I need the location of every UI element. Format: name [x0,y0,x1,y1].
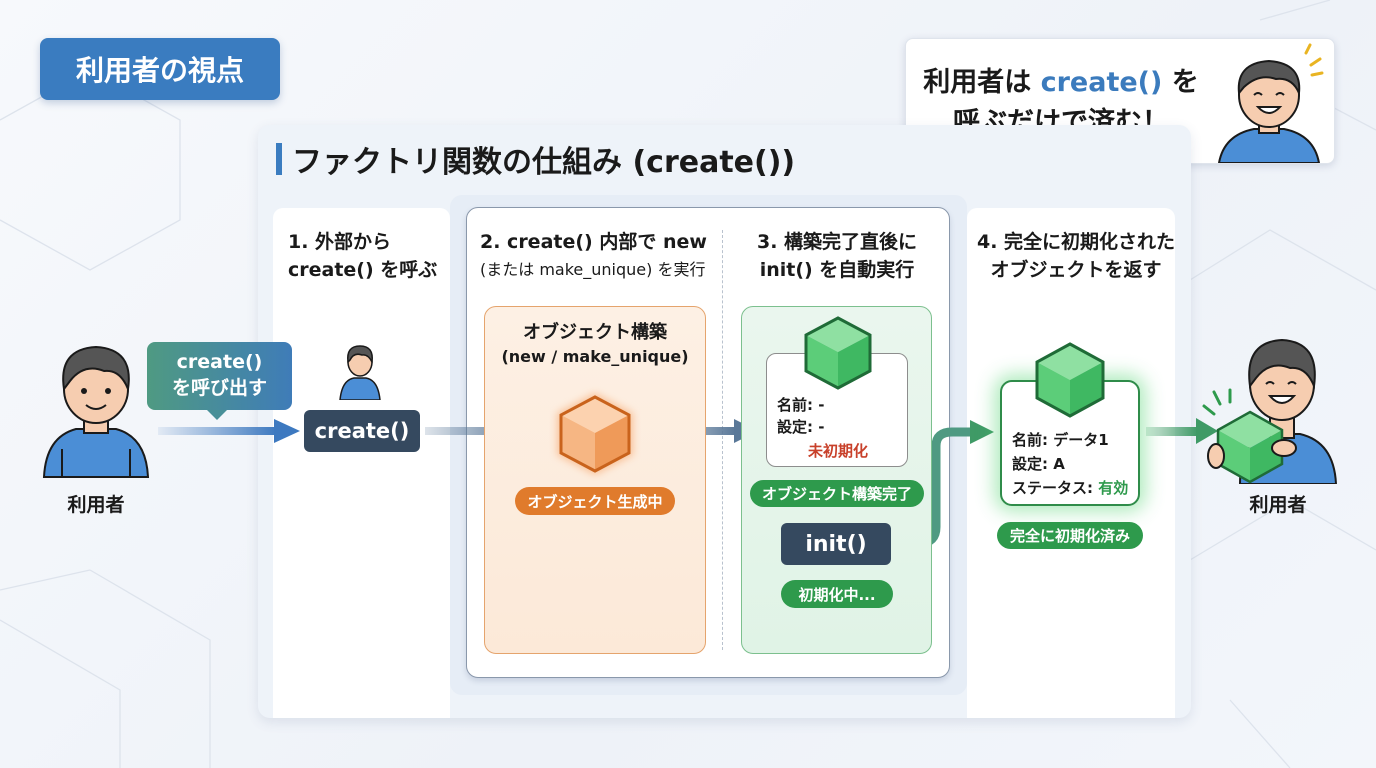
final-name-label: 名前: [1012,431,1054,449]
arrow-init-to-return-head [970,420,994,444]
callout-line1-prefix: 利用者は [923,67,1041,98]
green-cube-icon [804,316,872,390]
initializing-status: 初期化中... [781,580,893,608]
construct-subtitle: (new / make_unique) [501,347,689,366]
speech-line1: create() [176,351,263,373]
step3-line1: 3. 構築完了直後に [756,231,918,253]
step2-line2: (または make_unique) を実行 [480,260,706,279]
step3-line2: init() を自動実行 [759,259,915,281]
construct-title: オブジェクト構築 (new / make_unique) [485,321,705,369]
arrow-return-to-user [1146,418,1218,444]
step2-title: 2. create() 内部で new (または make_unique) を実… [480,228,707,284]
user-receiving-object-icon [1202,338,1338,484]
object-construction-box: オブジェクト構築 (new / make_unique) オブジェクト生成中 [484,306,706,654]
panel-title-text: ファクトリ関数の仕組み (create()) [292,145,796,180]
final-setting-value: A [1053,455,1065,473]
step3-title: 3. 構築完了直後に init() を自動実行 [742,228,932,284]
step1-line1: 1. 外部から [288,231,392,253]
step4-title: 4. 完全に初期化された オブジェクトを返す [967,228,1185,284]
construct-title-text: オブジェクト構築 [523,322,667,343]
callout-code-highlight: create() [1040,67,1163,98]
orange-cube-icon [557,393,633,475]
call-create-speech-bubble: create() を呼び出す [147,342,292,420]
object-built-status: オブジェクト構築完了 [750,480,924,507]
step-divider [722,230,723,650]
final-name-value: データ1 [1053,431,1109,449]
uninitialized-status: 未初期化 [807,442,868,460]
object-creating-status: オブジェクト生成中 [515,487,675,515]
create-call-box: create() [304,410,420,452]
speech-line2: を呼び出す [171,377,267,399]
step1-column [273,208,450,718]
final-setting-label: 設定: [1012,455,1054,473]
card-setting-field: 設定: - [777,418,825,436]
fully-initialized-status: 完全に初期化済み [997,522,1143,549]
final-status-value: 有効 [1098,479,1129,497]
final-status-label: ステータス: [1012,479,1099,497]
callout-line1-suffix: を [1162,67,1199,98]
card-name-field: 名前: - [777,396,825,414]
speech-tail [207,410,227,420]
final-name-field: 名前: データ1 [1012,428,1128,452]
final-setting-field: 設定: A [1012,452,1128,476]
step1-line2: create() を呼ぶ [288,259,438,281]
step2-line1: 2. create() 内部で new [480,231,707,253]
left-user-label: 利用者 [67,494,125,516]
small-user-icon [339,345,381,400]
step4-line1: 4. 完全に初期化された [976,231,1176,253]
user-icon [42,345,150,478]
title-accent-bar [276,143,282,175]
right-user-label: 利用者 [1249,494,1307,516]
happy-user-icon [1217,43,1324,163]
summary-callout: 利用者は create() を 呼ぶだけで済む！ [905,38,1335,164]
arrow-user-to-create [158,419,300,443]
perspective-tag: 利用者の視点 [40,38,280,100]
step4-line2: オブジェクトを返す [990,259,1162,281]
final-status-field: ステータス: 有効 [1012,476,1128,500]
init-call-box: init() [781,523,891,565]
panel-title: ファクトリ関数の仕組み (create()) [276,137,795,181]
initialized-cube-icon [1035,342,1105,418]
step1-title: 1. 外部から create() を呼ぶ [288,228,437,284]
